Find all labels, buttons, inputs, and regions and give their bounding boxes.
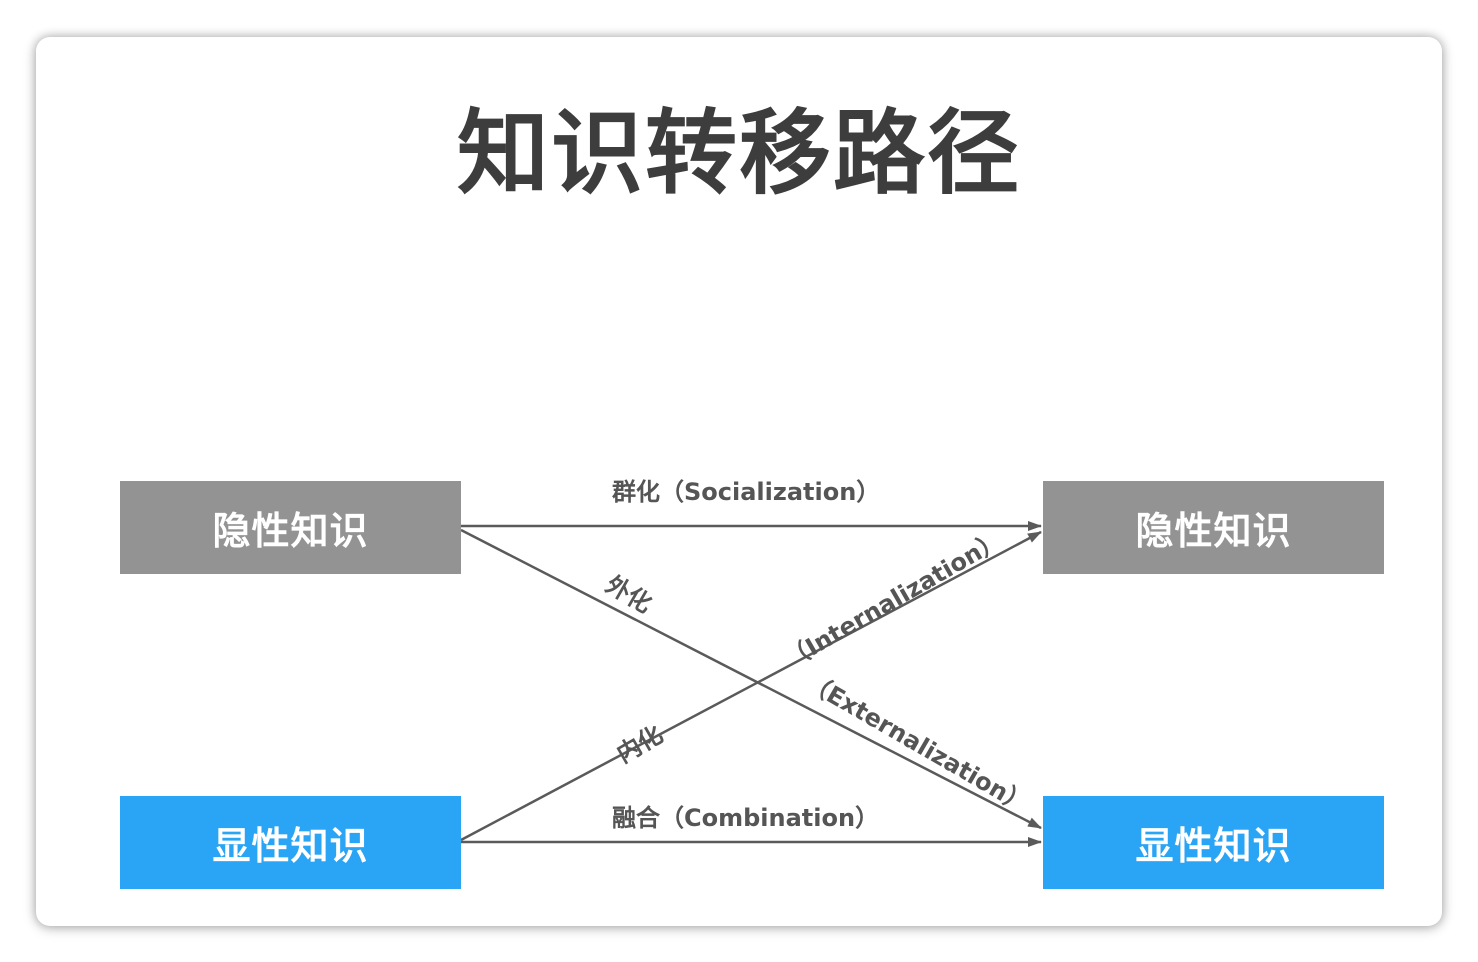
page-title: 知识转移路径 [456,100,1021,207]
externalization-arrow [460,528,1042,830]
tacit-knowledge-target-box: 隐性知识 [1043,481,1384,574]
internalization-arrow [460,530,1042,842]
combination-label: 融合（Combination） [612,804,880,832]
explicit-knowledge-target-box: 显性知识 [1043,796,1384,889]
tacit-knowledge-source-box: 隐性知识 [120,481,461,574]
socialization-label: 群化（Socialization） [612,478,881,506]
explicit-knowledge-source-box: 显性知识 [120,796,461,889]
